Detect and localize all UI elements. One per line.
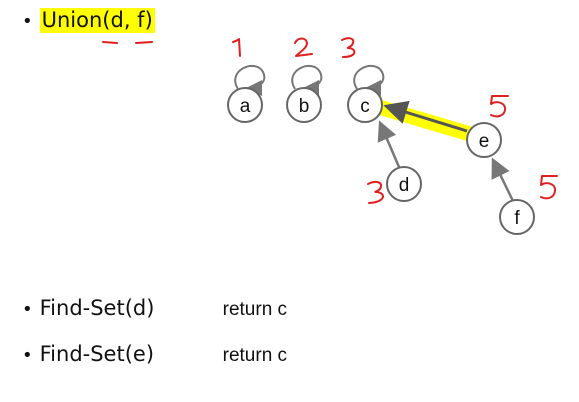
node-c-label: c — [360, 96, 370, 117]
find-set-row: • Find-Set(e) return c — [22, 342, 287, 367]
rank-annotation-a — [232, 38, 241, 57]
union-heading: • Union(d, f) — [22, 8, 155, 33]
node-f: f — [499, 199, 535, 235]
self-loop-a — [234, 64, 266, 96]
node-e-label: e — [479, 131, 490, 152]
underline-mark-f — [135, 41, 153, 44]
find-set-row: • Find-Set(d) return c — [22, 296, 287, 321]
underline-mark-d — [102, 41, 118, 44]
find-set-result: return c — [222, 299, 288, 320]
node-b: b — [286, 87, 322, 123]
union-heading-text: Union(d, f) — [39, 8, 155, 33]
rank-annotation-c — [341, 37, 356, 58]
node-a-label: a — [240, 96, 251, 117]
rank-annotation-f — [540, 175, 558, 200]
bullet-dot: • — [22, 299, 33, 320]
find-set-result: return c — [222, 345, 288, 366]
self-loop-b — [291, 64, 323, 96]
union-highlight — [374, 100, 478, 142]
edge-d-to-c — [377, 120, 401, 168]
rank-annotation-b — [294, 37, 313, 57]
rank-annotation-e — [490, 95, 509, 118]
edge-e-to-c — [383, 100, 468, 133]
find-set-label: Find-Set(e) — [39, 342, 155, 366]
node-d-label: d — [399, 175, 410, 196]
find-set-label: Find-Set(d) — [39, 296, 155, 320]
edge-f-to-e — [491, 157, 515, 202]
node-c: c — [347, 87, 383, 123]
bullet-dot: • — [22, 345, 33, 366]
node-f-label: f — [514, 208, 520, 229]
rank-annotation-d — [367, 180, 384, 204]
node-b-label: b — [299, 96, 310, 117]
node-a: a — [227, 87, 263, 123]
self-loop-c — [353, 64, 385, 96]
node-d: d — [386, 166, 422, 202]
bullet-dot: • — [22, 11, 33, 32]
node-e: e — [466, 122, 502, 158]
